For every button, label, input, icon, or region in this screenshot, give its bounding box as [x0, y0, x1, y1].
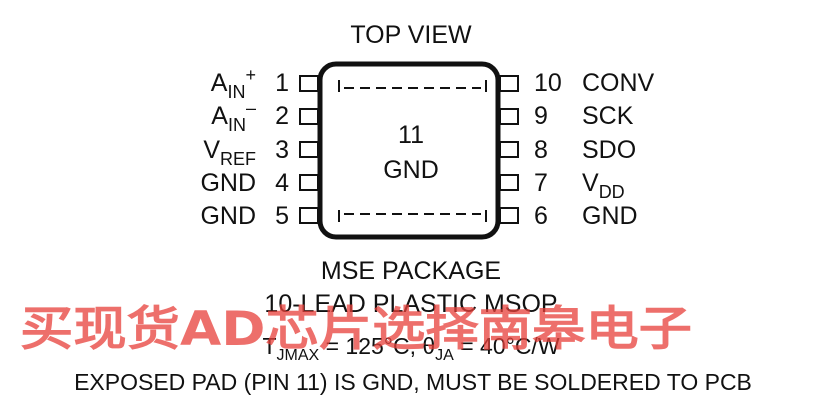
pin-3-base: V: [203, 136, 220, 164]
pin-9-lead: [499, 108, 519, 125]
pin-3-sub: REF: [220, 149, 256, 169]
pin-1-sub: IN: [227, 82, 245, 102]
pin-2-sub: IN: [228, 115, 246, 135]
right-pins: 10 CONV 9 SCK 8 SDO 7 VDD 6 GND: [499, 69, 655, 230]
pin-1-sup: +: [245, 65, 256, 85]
pin-10-number: 10: [534, 69, 562, 97]
package-name: MSE PACKAGE: [321, 257, 501, 285]
pin-7-lead: [499, 174, 519, 191]
tj-value: = 125°C, θ: [319, 333, 435, 359]
thermal-spec: TJMAX = 125°C, θJA = 40°C/W: [262, 333, 559, 364]
pin-5-lead: [299, 207, 319, 224]
pin-6-lead: [499, 207, 519, 224]
tj-symbol: T: [262, 333, 276, 359]
tj-subscript: JMAX: [277, 347, 320, 364]
pin-4-label: GND: [200, 169, 256, 197]
pin-9-label: SCK: [582, 102, 634, 130]
ja-value: = 40°C/W: [454, 333, 560, 359]
top-view-title: TOP VIEW: [350, 21, 472, 49]
ja-subscript: JA: [435, 347, 454, 364]
pin-2-number: 2: [275, 102, 289, 130]
pin-2-base: A: [211, 102, 228, 130]
pin-8-lead: [499, 141, 519, 158]
pin-1-number: 1: [275, 69, 289, 97]
pin-8-number: 8: [534, 136, 548, 164]
exposed-pad-outline: [338, 80, 487, 222]
pin-4-lead: [299, 174, 319, 191]
exposed-pad-note: EXPOSED PAD (PIN 11) IS GND, MUST BE SOL…: [74, 369, 752, 395]
left-pins: 1 AIN+ 2 AIN– 3 VREF 4 GND 5 GND: [200, 65, 319, 230]
package-type: 10-LEAD PLASTIC MSOP: [264, 290, 557, 318]
pin-3-label: VREF: [203, 136, 256, 169]
pin-9-number: 9: [534, 102, 548, 130]
pin-1-label: AIN+: [211, 65, 256, 102]
pin-1-base: A: [211, 69, 228, 97]
pin-5-number: 5: [275, 202, 289, 230]
pin-7-sub: DD: [599, 182, 625, 202]
pin-10-lead: [499, 75, 519, 92]
pad-name: GND: [383, 156, 439, 184]
pin-3-number: 3: [275, 136, 289, 164]
pin-6-number: 6: [534, 202, 548, 230]
pin-7-base: V: [582, 169, 599, 197]
pin-2-sup: –: [246, 98, 256, 118]
pin-2-label: AIN–: [211, 98, 256, 135]
pin-2-lead: [299, 108, 319, 125]
pad-number: 11: [398, 121, 424, 149]
pin-10-label: CONV: [582, 69, 655, 97]
package-body: [317, 61, 501, 240]
pin-7-number: 7: [534, 169, 548, 197]
pin-7-label: VDD: [582, 169, 625, 202]
pin-5-label: GND: [200, 202, 256, 230]
pin-6-label: GND: [582, 202, 638, 230]
watermark-text: 买现货AD芯片选择南皋电子: [20, 302, 692, 357]
pin-1-lead: [299, 75, 319, 92]
pin-3-lead: [299, 141, 319, 158]
pin-8-label: SDO: [582, 136, 636, 164]
pin-4-number: 4: [275, 169, 289, 197]
